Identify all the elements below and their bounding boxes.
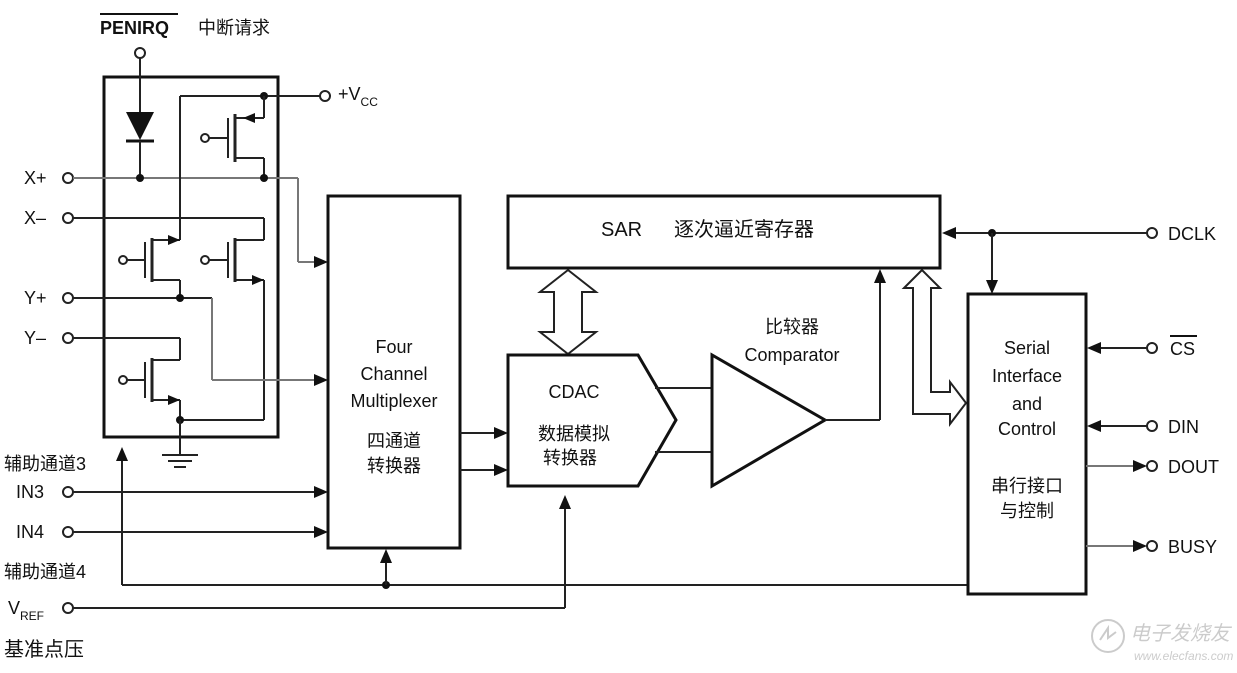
vref-label: VREF: [8, 598, 44, 623]
cdac-label: CDAC: [548, 382, 599, 402]
serial-cn-label-2: 与控制: [1000, 501, 1054, 521]
serial-label-2: Interface: [992, 366, 1062, 386]
sar-cdac-bus-arrow: [537, 268, 599, 356]
diode-icon: [126, 112, 154, 140]
nmos-transistor-icon: [118, 235, 181, 298]
comparator-label: Comparator: [744, 345, 839, 365]
watermark-logo: 电子发烧友 www.elecfans.com: [1091, 619, 1233, 663]
dout-label: DOUT: [1168, 457, 1219, 477]
yp-pin[interactable]: [62, 292, 74, 304]
yp-label: Y+: [24, 288, 47, 308]
mux-cn-label-2: 转换器: [367, 456, 421, 476]
watermark-cn: 电子发烧友: [1130, 623, 1233, 645]
cdac-cn-label-1: 数据模拟: [538, 424, 610, 444]
driver-section: PENIRQ 中断请求 +VCC X+: [24, 13, 378, 468]
nmos-transistor-icon: [200, 238, 265, 420]
cs-label: CS: [1170, 339, 1195, 359]
ym-pin[interactable]: [62, 332, 74, 344]
cdac-cn-label-2: 转换器: [543, 448, 597, 468]
xm-label: X–: [24, 208, 46, 228]
in4-pin[interactable]: [62, 526, 74, 538]
busy-label: BUSY: [1168, 537, 1217, 557]
serial-label-1: Serial: [1004, 338, 1050, 358]
comparator-block: 比较器 Comparator: [710, 317, 840, 489]
penirq-pin[interactable]: [134, 47, 146, 59]
din-label: DIN: [1168, 417, 1199, 437]
aux3-cn-label: 辅助通道3: [4, 454, 86, 474]
vcc-pin[interactable]: [319, 90, 331, 102]
pmos-transistor-icon: [200, 96, 265, 178]
aux4-cn-label: 辅助通道4: [4, 562, 86, 582]
watermark-icon: [1091, 619, 1125, 653]
mux-cn-label-1: 四通道: [367, 431, 421, 451]
serial-interface-block: Serial Interface and Control 串行接口 与控制: [966, 292, 1088, 596]
watermark-url: www.elecfans.com: [1134, 649, 1233, 663]
mux-label-1: Four: [375, 337, 412, 357]
din-pin[interactable]: [1146, 420, 1158, 432]
xm-pin[interactable]: [62, 212, 74, 224]
sar-block: SAR 逐次逼近寄存器: [506, 194, 942, 270]
mux-label-3: Multiplexer: [350, 391, 437, 411]
penirq-cn-label: 中断请求: [198, 18, 270, 38]
aux-inputs: 辅助通道3 IN3 IN4 辅助通道4 VREF 基准点压: [4, 447, 968, 661]
xp-pin[interactable]: [62, 172, 74, 184]
vref-cn-label: 基准点压: [4, 638, 84, 661]
vref-pin[interactable]: [62, 602, 74, 614]
serial-cn-label-1: 串行接口: [991, 476, 1063, 496]
cdac-block: CDAC 数据模拟 转换器: [506, 353, 678, 488]
vcc-label: +VCC: [338, 84, 378, 109]
in3-label: IN3: [16, 482, 44, 502]
serial-label-3: and: [1012, 394, 1042, 414]
busy-pin[interactable]: [1146, 540, 1158, 552]
sar-label: SAR: [601, 219, 642, 241]
multiplexer-block: Four Channel Multiplexer 四通道 转换器: [326, 194, 462, 550]
driver-block: [102, 75, 280, 439]
cs-pin[interactable]: [1146, 342, 1158, 354]
ground-icon: [162, 454, 198, 468]
sar-serial-bus-arrow: [901, 268, 968, 427]
mux-label-2: Channel: [360, 364, 427, 384]
ym-label: Y–: [24, 328, 46, 348]
serial-label-4: Control: [998, 419, 1056, 439]
dclk-pin[interactable]: [1146, 227, 1158, 239]
dout-pin[interactable]: [1146, 460, 1158, 472]
comparator-cn-label: 比较器: [765, 317, 819, 337]
sar-cn-label: 逐次逼近寄存器: [674, 218, 814, 241]
dclk-label: DCLK: [1168, 224, 1216, 244]
in4-label: IN4: [16, 522, 44, 542]
in3-pin[interactable]: [62, 486, 74, 498]
xp-label: X+: [24, 168, 47, 188]
penirq-label: PENIRQ: [100, 18, 169, 38]
